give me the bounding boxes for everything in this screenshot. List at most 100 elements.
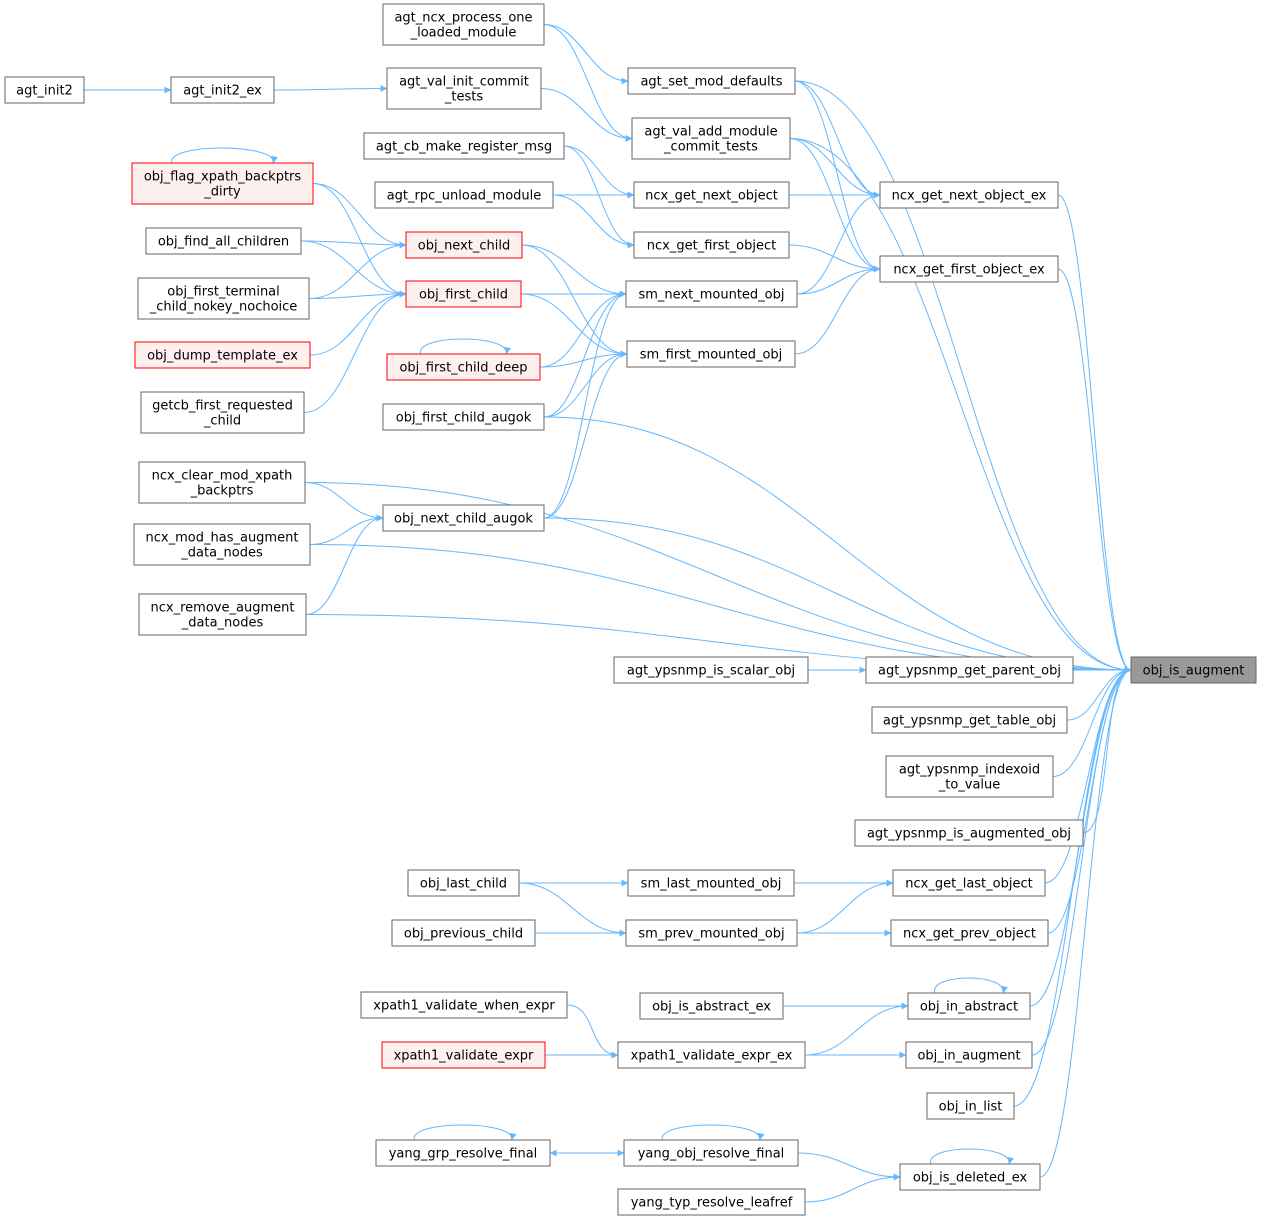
node-obj-first-child-deep[interactable]: obj_first_child_deep [386,353,541,381]
edge-obj-dump-template-ex-to-obj-first-child [309,290,407,356]
node-label: sm_last_mounted_obj [641,877,782,892]
node-agt-ypsnmp-is-augmented-obj[interactable]: agt_ypsnmp_is_augmented_obj [854,819,1084,847]
node-obj-dump-template-ex[interactable]: obj_dump_template_ex [134,341,311,369]
node-agt-ncx-process-one-loaded-module[interactable]: agt_ncx_process_one_loaded_module [382,3,545,46]
node-agt-set-mod-defaults[interactable]: agt_set_mod_defaults [627,67,796,95]
node-obj-is-abstract-ex[interactable]: obj_is_abstract_ex [639,992,784,1020]
node-sm-prev-mounted-obj[interactable]: sm_prev_mounted_obj [625,919,798,947]
node-label: ncx_get_last_object [905,877,1032,892]
node-obj-find-all-children[interactable]: obj_find_all_children [145,227,302,255]
node-label: obj_next_child [418,239,510,254]
node-box [170,76,275,104]
edge-agt-val-add-module-commit-tests-to-ncx-get-next-object-ex [789,138,881,199]
node-xpath1-validate-expr[interactable]: xpath1_validate_expr [381,1041,546,1069]
node-obj-last-child[interactable]: obj_last_child [407,869,520,897]
node-label: obj_last_child [420,877,507,892]
node-label: yang_typ_resolve_leafref [631,1196,793,1211]
edge-obj-last-child-to-sm-prev-mounted-obj [518,882,627,937]
node-label: obj_first_child [419,288,508,303]
node-ncx-get-next-object-ex[interactable]: ncx_get_next_object_ex [879,181,1059,209]
node-label: xpath1_validate_expr_ex [631,1049,793,1064]
node-getcb-first-requested-child[interactable]: getcb_first_requested_child [140,391,305,434]
edge-sm-prev-mounted-obj-to-ncx-get-last-object [796,879,894,934]
node-agt-ypsnmp-is-scalar-obj[interactable]: agt_ypsnmp_is_scalar_obj [613,656,809,684]
edge-yang-grp-resolve-final-to-yang-grp-resolve-final [413,1124,517,1141]
node-ncx-get-next-object[interactable]: ncx_get_next_object [633,181,790,209]
node-agt-ypsnmp-get-parent-obj[interactable]: agt_ypsnmp_get_parent_obj [865,656,1074,684]
node-sm-next-mounted-obj[interactable]: sm_next_mounted_obj [625,280,798,308]
node-box [405,280,522,308]
edge-obj-next-child-augok-to-sm-next-mounted-obj [543,290,627,519]
node-label: sm_prev_mounted_obj [638,927,784,942]
node-agt-cb-make-register-msg[interactable]: agt_cb_make_register_msg [363,132,565,160]
node-box [4,76,85,104]
node-xpath1-validate-expr-ex[interactable]: xpath1_validate_expr_ex [617,1041,806,1069]
edge-xpath1-validate-expr-ex-to-obj-in-abstract [804,1002,909,1056]
edge-ncx-mod-has-augment-data-nodes-to-obj-is-augment [309,544,1132,674]
edge-agt-ncx-process-one-loaded-module-to-agt-set-mod-defaults [543,24,629,85]
node-label: ncx_clear_mod_xpath [152,469,293,484]
node-agt-rpc-unload-module[interactable]: agt_rpc_unload_module [374,181,554,209]
node-sm-first-mounted-obj[interactable]: sm_first_mounted_obj [626,340,796,368]
node-yang-grp-resolve-final[interactable]: yang_grp_resolve_final [375,1139,551,1167]
node-sm-last-mounted-obj[interactable]: sm_last_mounted_obj [627,869,795,897]
node-layer: obj_is_augment agt_ncx_process_one_loaded… [4,3,1257,1216]
node-yang-obj-resolve-final[interactable]: yang_obj_resolve_final [623,1139,799,1167]
node-box [892,869,1046,897]
edge-obj-in-abstract-to-obj-in-abstract [934,977,1008,994]
node-label: obj_first_child_augok [396,411,532,426]
node-label: ncx_get_next_object [645,189,778,204]
node-box [890,919,1049,947]
node-box [138,593,307,636]
edge-ncx-clear-mod-xpath-backptrs-to-obj-next-child-augok [304,482,384,522]
node-obj-is-deleted-ex[interactable]: obj_is_deleted_ex [899,1163,1041,1191]
node-obj-in-abstract[interactable]: obj_in_abstract [907,992,1031,1020]
node-label: obj_next_child_augok [394,512,533,527]
node-box [134,341,311,369]
node-obj-first-terminal-child-nokey-nochoice[interactable]: obj_first_terminal_child_nokey_nochoice [137,277,310,320]
node-box [926,1092,1015,1120]
node-agt-ypsnmp-indexoid-to-value[interactable]: agt_ypsnmp_indexoid_to_value [885,755,1054,798]
node-box [145,227,302,255]
node-obj-in-list[interactable]: obj_in_list [926,1092,1015,1120]
node-obj-previous-child[interactable]: obj_previous_child [391,919,536,947]
node-label: ncx_get_first_object [647,239,776,254]
node-box [905,1041,1033,1069]
node-xpath1-validate-when-expr[interactable]: xpath1_validate_when_expr [360,991,568,1019]
node-obj-is-augment[interactable]: obj_is_augment [1130,656,1257,684]
node-agt-val-add-module-commit-tests[interactable]: agt_val_add_module_commit_tests [631,117,791,160]
edge-agt-ypsnmp-indexoid-to-value-to-obj-is-augment [1052,666,1132,777]
node-yang-typ-resolve-leafref[interactable]: yang_typ_resolve_leafref [617,1188,806,1216]
node-agt-ypsnmp-get-table-obj[interactable]: agt_ypsnmp_get_table_obj [871,706,1068,734]
node-obj-in-augment[interactable]: obj_in_augment [905,1041,1033,1069]
edge-obj-flag-xpath-backptrs-dirty-to-obj-next-child [312,183,407,249]
node-agt-init2-ex[interactable]: agt_init2_ex [170,76,275,104]
node-label: agt_ncx_process_one [394,11,532,26]
node-obj-first-child[interactable]: obj_first_child [405,280,522,308]
edge-obj-in-list-to-obj-is-augment [1013,666,1132,1107]
node-ncx-get-prev-object[interactable]: ncx_get_prev_object [890,919,1049,947]
node-obj-flag-xpath-backptrs-dirty[interactable]: obj_flag_xpath_backptrs_dirty [131,162,314,205]
node-ncx-remove-augment-data-nodes[interactable]: ncx_remove_augment_data_nodes [138,593,307,636]
node-ncx-clear-mod-xpath-backptrs[interactable]: ncx_clear_mod_xpath_backptrs [138,461,306,504]
node-obj-next-child-augok[interactable]: obj_next_child_augok [382,504,545,532]
node-label: obj_first_terminal [167,285,280,300]
node-obj-first-child-augok[interactable]: obj_first_child_augok [382,403,545,431]
edge-agt-init2-ex-to-agt-val-init-commit-tests [273,85,388,93]
edge-obj-is-deleted-ex-to-obj-is-augment [1039,666,1132,1178]
node-ncx-mod-has-augment-data-nodes[interactable]: ncx_mod_has_augment_data_nodes [133,523,311,566]
node-ncx-get-first-object[interactable]: ncx_get_first_object [633,231,790,259]
node-ncx-get-last-object[interactable]: ncx_get_last_object [892,869,1046,897]
node-label: ncx_get_prev_object [903,927,1036,942]
node-obj-next-child[interactable]: obj_next_child [405,231,523,259]
node-label: agt_val_add_module [644,125,777,140]
edge-obj-is-deleted-ex-to-obj-is-deleted-ex [930,1148,1014,1165]
node-box [381,1041,546,1069]
node-agt-init2[interactable]: agt_init2 [4,76,85,104]
node-box [405,231,523,259]
node-agt-val-init-commit-tests[interactable]: agt_val_init_commit_tests [386,67,542,110]
node-ncx-get-first-object-ex[interactable]: ncx_get_first_object_ex [879,255,1059,283]
node-label: getcb_first_requested [152,399,293,414]
edge-obj-find-all-children-to-obj-next-child [300,240,407,249]
